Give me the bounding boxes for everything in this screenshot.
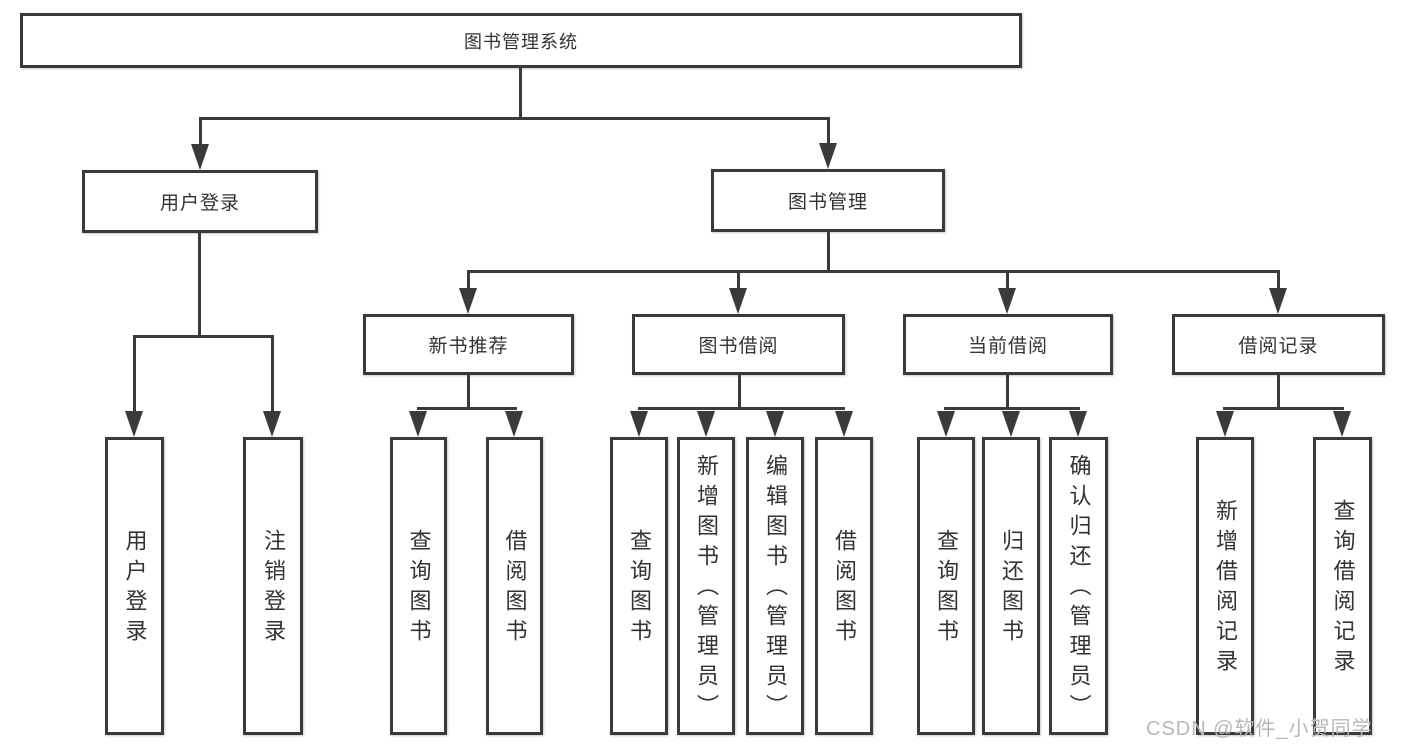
connector-line <box>1277 270 1280 290</box>
leaf-borrow-query: 查询图书 <box>610 437 668 735</box>
connector-line <box>199 117 830 120</box>
connector-line <box>738 375 741 409</box>
arrow-down-icon <box>1002 411 1020 437</box>
arrow-down-icon <box>1069 411 1087 437</box>
connector-line <box>1006 270 1009 290</box>
connector-line <box>519 66 522 120</box>
arrow-down-icon <box>1269 288 1287 314</box>
arrow-down-icon <box>835 411 853 437</box>
arrow-down-icon <box>1333 411 1351 437</box>
connector-line <box>944 407 1080 410</box>
leaf-current-return: 归还图书 <box>982 437 1040 735</box>
arrow-down-icon <box>263 411 281 437</box>
arrow-down-icon <box>505 411 523 437</box>
csdn-watermark: CSDN @软件_小贺同学 <box>1146 718 1373 740</box>
connector-line <box>198 233 201 338</box>
connector-line <box>467 270 1280 273</box>
leaf-logout: 注销登录 <box>243 437 303 735</box>
node-new-book-recommend: 新书推荐 <box>363 314 574 375</box>
connector-line <box>1006 375 1009 409</box>
connector-line <box>827 117 830 146</box>
arrow-down-icon <box>937 411 955 437</box>
node-book-borrow: 图书借阅 <box>632 314 845 375</box>
arrow-down-icon <box>459 288 477 314</box>
connector-line <box>417 407 517 410</box>
connector-line <box>737 270 740 290</box>
connector-line <box>199 117 202 146</box>
arrow-down-icon <box>409 411 427 437</box>
arrow-down-icon <box>998 288 1016 314</box>
arrow-down-icon <box>819 143 837 169</box>
connector-line <box>1277 375 1280 409</box>
arrow-down-icon <box>630 411 648 437</box>
node-root: 图书管理系统 <box>20 13 1022 68</box>
leaf-borrow-edit-admin: 编辑图书（管理员） <box>746 437 804 735</box>
connector-line <box>133 335 274 338</box>
leaf-current-query: 查询图书 <box>917 437 975 735</box>
connector-line <box>467 270 470 290</box>
connector-line <box>271 335 274 413</box>
leaf-user-login: 用户登录 <box>105 437 164 735</box>
leaf-newbooks-borrow: 借阅图书 <box>486 437 543 735</box>
connector-line <box>133 335 136 413</box>
node-current-borrow: 当前借阅 <box>903 314 1113 375</box>
arrow-down-icon <box>125 411 143 437</box>
arrow-down-icon <box>697 411 715 437</box>
leaf-current-confirm-return-admin: 确认归还（管理员） <box>1049 437 1108 735</box>
arrow-down-icon <box>729 288 747 314</box>
leaf-newbooks-query: 查询图书 <box>390 437 447 735</box>
connector-line <box>827 232 830 273</box>
leaf-records-query: 查询借阅记录 <box>1313 437 1372 735</box>
connector-line <box>467 375 470 409</box>
arrow-down-icon <box>766 411 784 437</box>
leaf-borrow-borrow: 借阅图书 <box>815 437 873 735</box>
arrow-down-icon <box>191 144 209 170</box>
leaf-records-add: 新增借阅记录 <box>1196 437 1254 735</box>
node-borrow-records: 借阅记录 <box>1172 314 1385 375</box>
connector-line <box>1223 407 1344 410</box>
arrow-down-icon <box>1216 411 1234 437</box>
connector-line <box>638 407 845 410</box>
node-user-login: 用户登录 <box>82 170 318 233</box>
node-book-management: 图书管理 <box>711 169 945 232</box>
leaf-borrow-add-admin: 新增图书（管理员） <box>677 437 735 735</box>
